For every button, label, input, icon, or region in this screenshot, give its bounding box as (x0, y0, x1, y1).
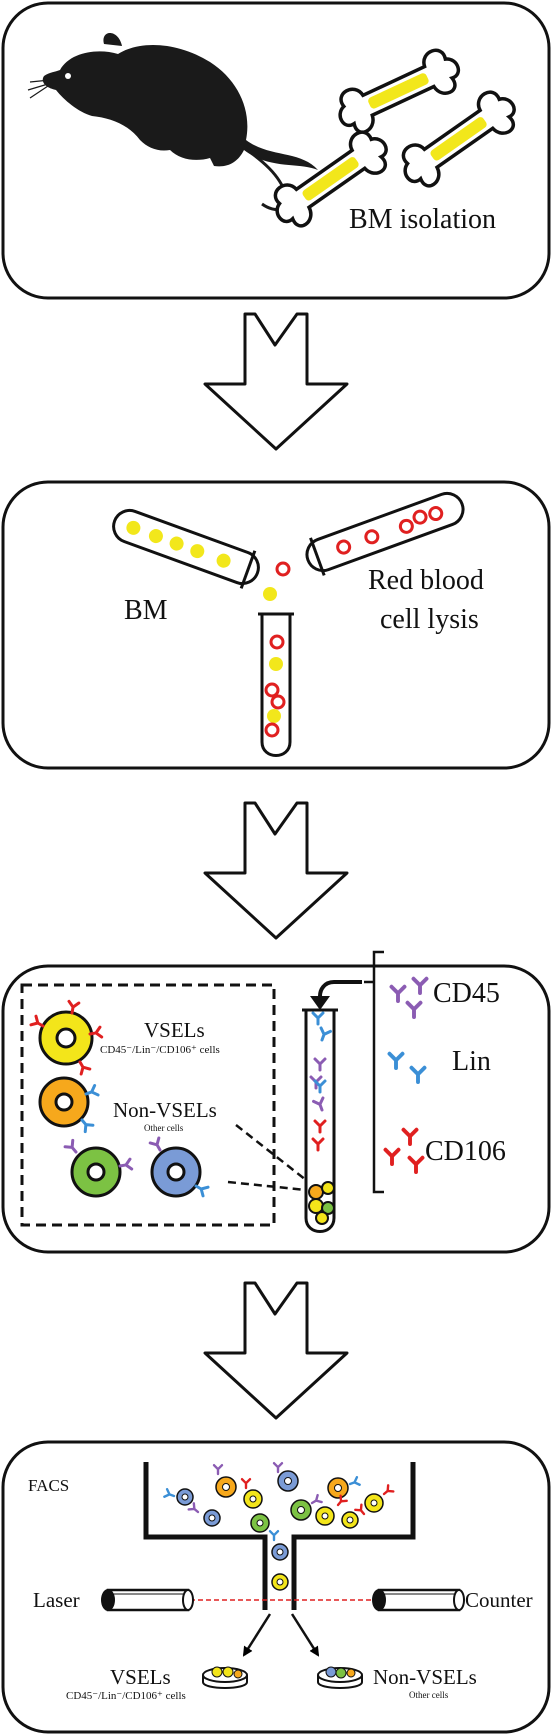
sort-arrow-non-vsels (290, 1613, 320, 1657)
cell-icon (176, 1488, 194, 1506)
panel-red-blood-cell-lysis: BM Red blood cell lysis (1, 480, 551, 770)
cell-icon (215, 1476, 237, 1498)
cell-icon (327, 1477, 349, 1499)
non-vsels-sublabel: Other cells (144, 1123, 184, 1133)
cell-icon (341, 1511, 359, 1529)
cell-icon (290, 1499, 312, 1521)
non-vsel-cell (63, 1138, 134, 1198)
facs-vsels-sublabel: CD45⁻/Lin⁻/CD106⁺ cells (66, 1690, 186, 1702)
cell-icon (243, 1489, 263, 1509)
facs-label: FACS (28, 1476, 69, 1495)
vsels-sublabel: CD45⁻/Lin⁻/CD106⁺ cells (100, 1044, 220, 1056)
yellow-cell (263, 587, 277, 601)
cell-icon (250, 1513, 270, 1533)
rbc-lysis-label-line2: cell lysis (380, 604, 479, 635)
staining-tube (302, 1008, 338, 1233)
panel-facs: FACS (1, 1440, 551, 1734)
laser-label: Laser (33, 1588, 80, 1612)
panel-frame (1, 964, 551, 1254)
facs-non-vsels-label: Non-VSELs (373, 1665, 477, 1689)
vsel-cell (29, 999, 104, 1076)
cell-icon (271, 1543, 289, 1561)
lin-label: Lin (452, 1046, 491, 1077)
zoom-line (235, 1124, 307, 1181)
non-vsel-cell (38, 1076, 100, 1134)
cd45-label: CD45 (433, 978, 500, 1009)
non-vsel-cell (148, 1136, 210, 1198)
non-vsels-dish (317, 1666, 363, 1689)
tube-mixed (258, 612, 294, 757)
facs-non-vsels-sublabel: Other cells (409, 1690, 449, 1700)
cell-icon (315, 1506, 335, 1526)
facs-vsels-label: VSELs (110, 1665, 171, 1689)
vsels-dish (202, 1666, 248, 1689)
red-cell (275, 561, 291, 577)
laser-tube (101, 1588, 194, 1612)
zoom-line (227, 1180, 307, 1192)
rbc-lysis-label-line1: Red blood (368, 565, 484, 596)
counter-label: Counter (465, 1588, 533, 1612)
counter-tube (372, 1588, 465, 1612)
panel-frame (1, 1, 551, 300)
cell-legend-box (20, 983, 276, 1227)
cell-icon (364, 1493, 384, 1513)
down-arrow (203, 1281, 349, 1420)
arrowhead (310, 996, 330, 1010)
panel-bm-isolation: BM isolation (1, 1, 551, 300)
add-antibody-arrow (318, 980, 362, 1006)
tube-bm (112, 508, 260, 589)
flow-chamber (143, 1462, 416, 1610)
tube-lysis (305, 491, 465, 576)
vsels-label: VSELs (144, 1018, 205, 1042)
cell-icon (277, 1470, 299, 1492)
sort-arrow-vsels (242, 1613, 272, 1657)
antibody-bracket (364, 950, 384, 1194)
panel-antibody-staining: VSELs CD45⁻/Lin⁻/CD106⁺ cells Non-VSELs … (1, 950, 551, 1254)
bm-isolation-label: BM isolation (349, 204, 496, 235)
down-arrow (203, 312, 349, 451)
down-arrow (203, 801, 349, 940)
non-vsels-label: Non-VSELs (113, 1098, 217, 1122)
cell-icon (203, 1509, 221, 1527)
cell-icon (271, 1573, 289, 1591)
cd106-label: CD106 (425, 1136, 506, 1167)
bm-label: BM (124, 595, 168, 626)
cell-suspension (163, 1461, 395, 1591)
